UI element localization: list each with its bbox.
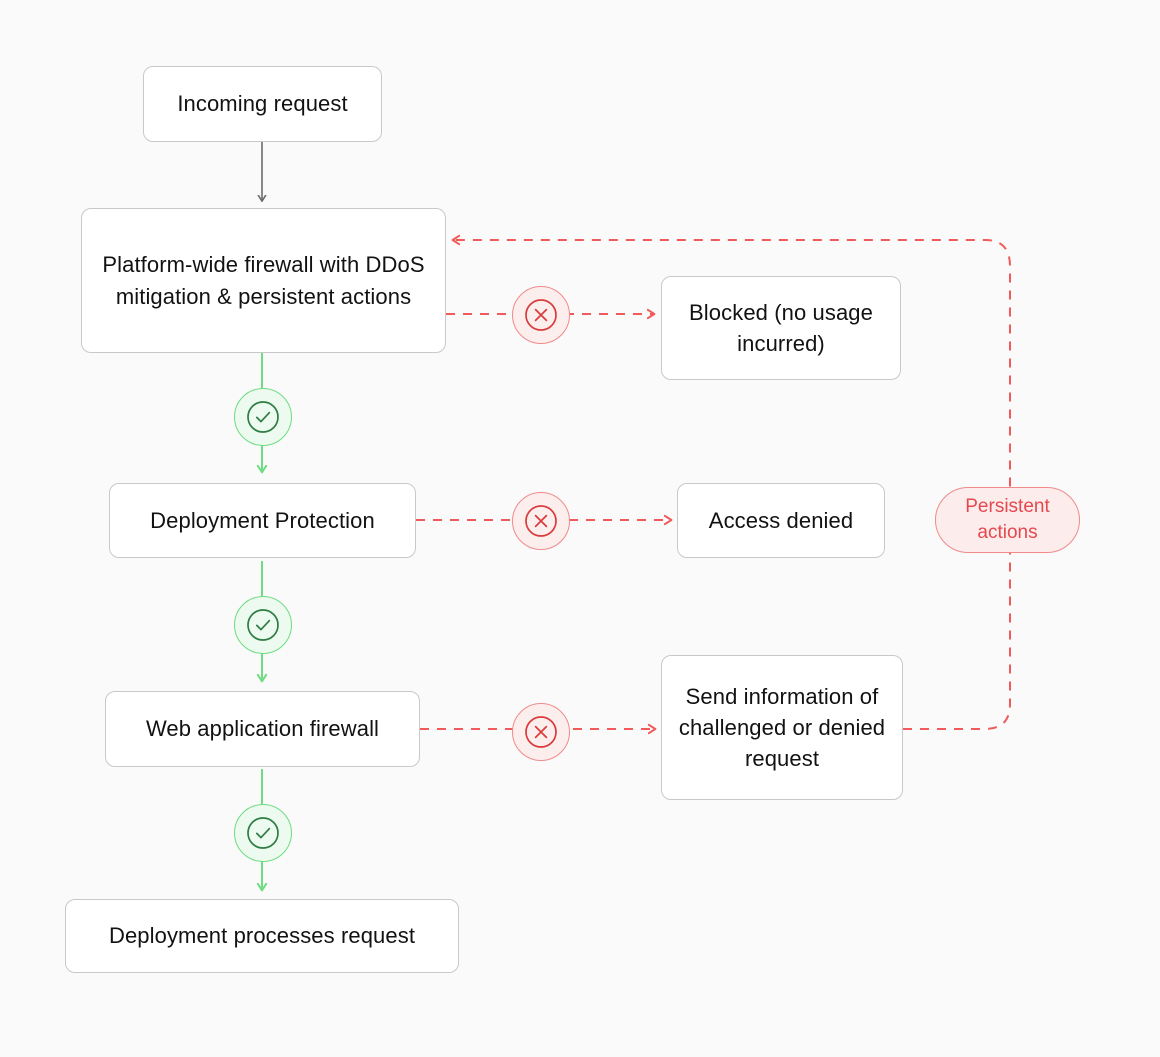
x-circle-icon-firewall-deny <box>512 286 570 344</box>
x-circle-icon-deployment-protection-deny <box>512 492 570 550</box>
check-circle-icon-waf-allow <box>234 804 292 862</box>
node-label: Access denied <box>708 507 854 533</box>
check-circle-icon-deployment-protection-allow <box>234 596 292 654</box>
node-deployment-protection[interactable]: Deployment Protection <box>109 483 416 558</box>
pill-label: Persistent actions <box>965 496 1050 543</box>
label-persistent-actions[interactable]: Persistent actions <box>935 487 1080 553</box>
node-label: Incoming request <box>177 91 348 117</box>
node-label: Deployment processes request <box>108 923 416 949</box>
node-label: Send information of challenged or denied… <box>678 683 886 772</box>
node-incoming-request[interactable]: Incoming request <box>143 66 382 142</box>
node-label: Blocked (no usage incurred) <box>689 299 873 356</box>
node-label: Deployment Protection <box>150 507 375 533</box>
check-circle-icon <box>247 817 279 849</box>
x-circle-icon <box>525 505 557 537</box>
node-label: Platform-wide firewall with DDoS mitigat… <box>102 252 425 309</box>
node-label: Web application firewall <box>145 716 380 742</box>
node-send-information[interactable]: Send information of challenged or denied… <box>661 655 903 800</box>
node-blocked[interactable]: Blocked (no usage incurred) <box>661 276 901 380</box>
check-circle-icon-firewall-allow <box>234 388 292 446</box>
node-deployment-processes-request[interactable]: Deployment processes request <box>65 899 459 973</box>
node-platform-firewall[interactable]: Platform-wide firewall with DDoS mitigat… <box>81 208 446 353</box>
x-circle-icon-waf-deny <box>512 703 570 761</box>
node-access-denied[interactable]: Access denied <box>677 483 885 558</box>
check-circle-icon <box>247 401 279 433</box>
check-circle-icon <box>247 609 279 641</box>
node-web-application-firewall[interactable]: Web application firewall <box>105 691 420 767</box>
x-circle-icon <box>525 716 557 748</box>
x-circle-icon <box>525 299 557 331</box>
